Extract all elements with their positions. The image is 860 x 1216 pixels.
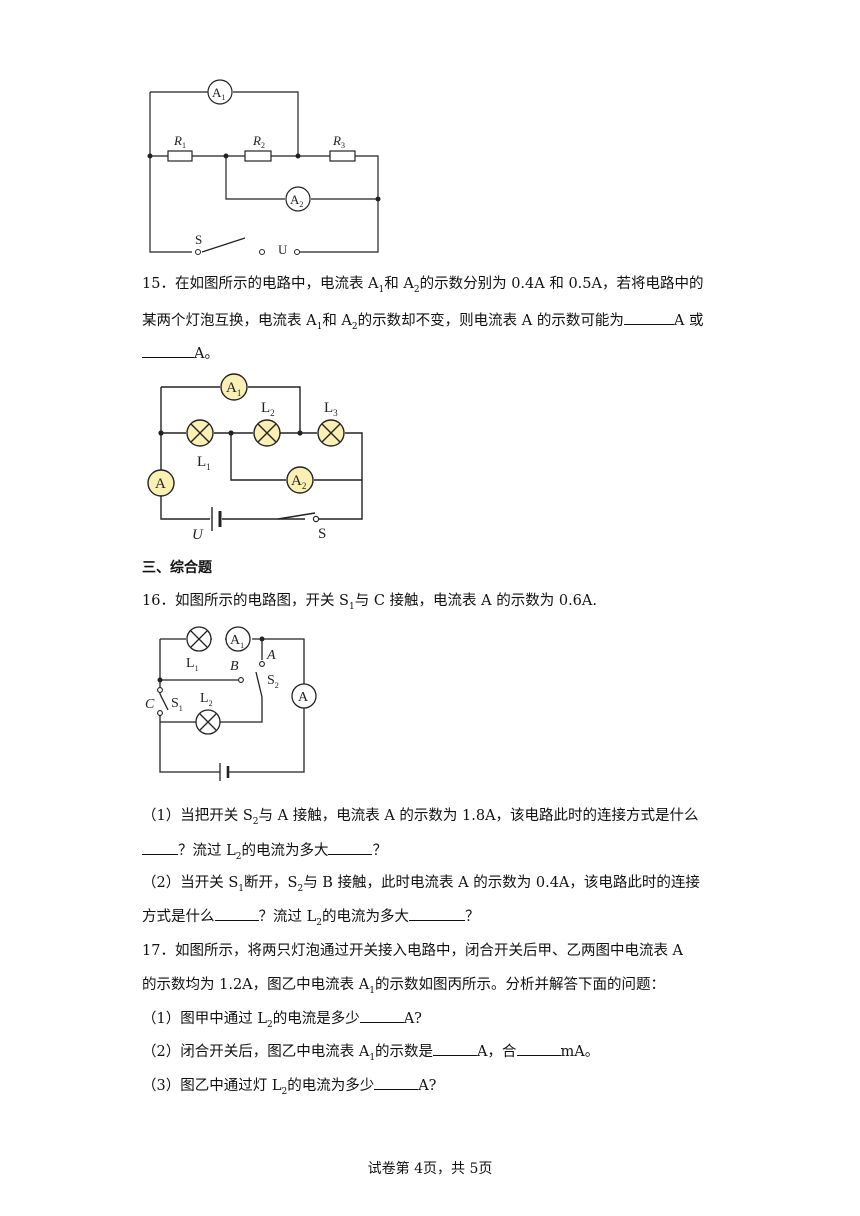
q16-part2-line2: 方式是什么？流过 L2的电流为多大？ <box>142 906 722 933</box>
answer-blank[interactable] <box>142 840 178 855</box>
answer-blank[interactable] <box>214 906 259 921</box>
answer-blank[interactable] <box>374 1075 419 1090</box>
section-title: 三、综合题 <box>142 560 212 576</box>
answer-blank[interactable] <box>142 343 194 358</box>
answer-blank[interactable] <box>433 1041 478 1056</box>
q15-line1: 15．在如图所示的电路中，电流表 A1和 A2的示数分别为 0.4A 和 0.5… <box>142 276 704 295</box>
c-label: C <box>145 697 155 712</box>
q15-line3: A。 <box>142 343 722 364</box>
r1-label: R1 <box>173 133 186 150</box>
resistor-r3 <box>329 150 356 162</box>
a2-label: A2 <box>291 473 306 491</box>
answer-blank[interactable] <box>516 1041 561 1056</box>
a1-label: A1 <box>212 85 225 102</box>
a1-label: A1 <box>226 380 241 398</box>
b-label: B <box>230 659 239 674</box>
a1-label: A1 <box>230 633 244 650</box>
ammeter-a <box>291 683 317 709</box>
lamp-l2 <box>195 709 221 735</box>
answer-blank[interactable] <box>623 310 674 325</box>
resistor-r1 <box>167 150 193 162</box>
s-label: S <box>318 526 326 542</box>
answer-blank[interactable] <box>359 1008 404 1023</box>
q16-part2-line1: （2）当开关 S1断开，S2与 B 接触，此时电流表 A 的示数为 0.4A，该… <box>142 875 700 894</box>
page-footer: 试卷第 4页，共 5页 <box>367 1161 493 1177</box>
source-label: U <box>278 242 288 257</box>
l3-label: L3 <box>324 400 338 418</box>
ammeter-a1 <box>207 79 233 105</box>
lamp-l3 <box>317 419 345 447</box>
u-label: U <box>192 527 204 543</box>
circuit-diagram-3: L1 L2 A1 A B A C S1 S2 <box>145 626 317 781</box>
lamp-l1 <box>186 626 212 652</box>
q17-line1: 17．如图所示，将两只灯泡通过开关接入电路中，闭合开关后甲、乙两图中电流表 A <box>142 943 684 959</box>
l2-label: L2 <box>261 400 275 418</box>
q16-stem: 16．如图所示的电路图，开关 S1与 C 接触，电流表 A 的示数为 0.6A. <box>142 593 597 612</box>
q17-line2: 的示数均为 1.2A，图乙中电流表 A1的示数如图丙所示。分析并解答下面的问题： <box>142 977 665 996</box>
a2-label: A2 <box>290 192 303 209</box>
ammeter-a1 <box>220 373 248 401</box>
s2-label: S2 <box>267 673 279 690</box>
circuit-diagram-1: A1 A2 R1 R2 R3 S U <box>147 79 381 257</box>
a-label: A <box>155 476 166 492</box>
lamp-l1 <box>186 419 214 447</box>
r2-label: R2 <box>252 133 265 150</box>
l1-label: L1 <box>186 656 199 673</box>
q16-part1-line1: （1）当把开关 S2与 A 接触，电流表 A 的示数为 1.8A，该电路此时的连… <box>142 808 699 827</box>
l2-label: L2 <box>200 691 213 708</box>
ammeter-a2 <box>285 186 311 212</box>
r3-label: R3 <box>332 133 345 150</box>
ammeter-a2 <box>286 466 314 494</box>
resistor-r2 <box>244 150 272 162</box>
ammeter-a <box>147 469 175 497</box>
q16-part1-line2: ？流过 L2的电流为多大？ <box>142 840 722 867</box>
l1-label: L1 <box>197 454 211 472</box>
switch-label: S <box>195 232 202 247</box>
answer-blank[interactable] <box>408 906 465 921</box>
s1-label: S1 <box>171 696 183 713</box>
lamp-l2 <box>253 419 281 447</box>
circuit-diagram-2: A1 A2 A L1 L2 L3 U S <box>147 373 363 543</box>
a-contact-label: A <box>266 648 276 663</box>
ammeter-a1 <box>225 626 251 652</box>
a-label: A <box>298 690 309 705</box>
answer-blank[interactable] <box>328 840 373 855</box>
